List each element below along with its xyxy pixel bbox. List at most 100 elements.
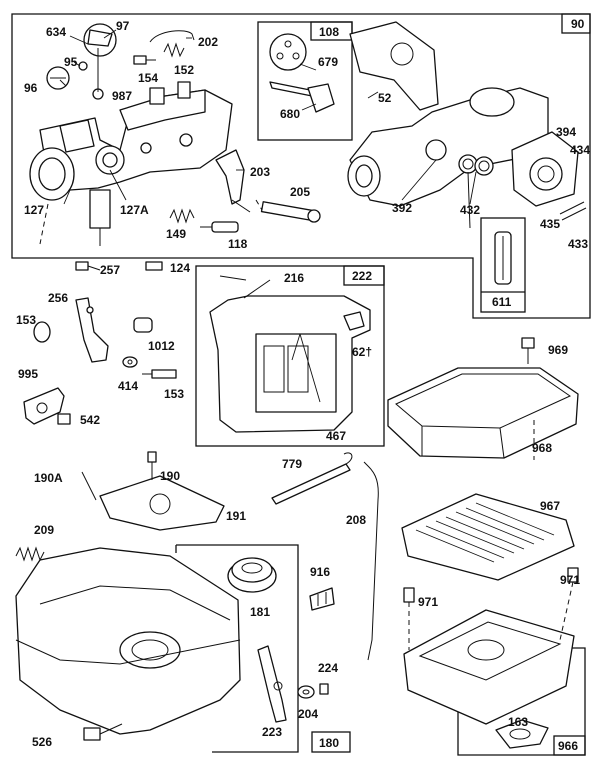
part-label: 224 [318, 661, 338, 675]
part-label: 153 [16, 313, 36, 327]
part-label: 916 [310, 565, 330, 579]
part-label: 1012 [148, 339, 175, 353]
group-label-966: 966 [558, 739, 578, 753]
spring-152 [163, 42, 185, 58]
part-label: 634 [46, 25, 66, 39]
part-label: 987 [112, 89, 132, 103]
part-label: 190A [34, 471, 63, 485]
link-779 [271, 452, 353, 505]
overhaul-kit-box [310, 21, 353, 41]
part-label: 968 [532, 441, 552, 455]
part-label: 256 [48, 291, 68, 305]
part-label: 257 [100, 263, 120, 277]
part-label: 969 [548, 343, 568, 357]
screw-257 [75, 261, 101, 271]
tank-kit-frame [175, 544, 299, 753]
throttle-lever-203 [215, 149, 251, 213]
part-label: 96 [24, 81, 38, 95]
screw-969 [521, 337, 535, 364]
part-label: 432 [460, 203, 480, 217]
spring-202 [149, 30, 195, 43]
needle-118 [200, 221, 239, 233]
part-label: 97 [116, 19, 130, 33]
carburetor-gasket-52 [349, 21, 439, 111]
tank-bracket-191 [99, 475, 225, 531]
screw-154 [133, 55, 156, 65]
part-label: 216 [284, 271, 304, 285]
overhaul-kit-parts [269, 33, 335, 113]
part-label: 394 [556, 125, 576, 139]
shaft-205 [260, 201, 321, 223]
clip-916 [309, 587, 335, 611]
part-label: 163 [508, 715, 528, 729]
washer-414 [122, 356, 138, 368]
leader-lines [59, 29, 477, 403]
fuel-cap-181 [227, 557, 277, 593]
screws-190 [81, 451, 157, 501]
carburetor-body-right [347, 87, 549, 229]
spring-149 [169, 208, 195, 224]
part-label: 152 [174, 63, 194, 77]
part-label: 190 [160, 469, 180, 483]
part-label: 204 [298, 707, 318, 721]
screw-124 [145, 261, 163, 271]
part-label: 127 [24, 203, 44, 217]
part-label: 223 [262, 725, 282, 739]
spring-209 [15, 546, 45, 562]
carburetor-group-box [561, 13, 591, 34]
air-cleaner-base [403, 609, 575, 725]
air-cleaner-cover [387, 367, 579, 459]
part-label: 124 [170, 261, 190, 275]
gasket-163 [495, 719, 549, 749]
choke-shaft-parts [46, 23, 117, 100]
part-label: 526 [32, 735, 52, 749]
screws-971 [403, 567, 579, 650]
part-label: 433 [568, 237, 588, 251]
bracket-995 [23, 387, 65, 425]
governor-lever-256 [75, 297, 109, 363]
part-label: 995 [18, 367, 38, 381]
fuel-tank [15, 547, 241, 735]
part-label: 414 [118, 379, 138, 393]
governor-kit-box [343, 265, 385, 286]
fitting-1012 [133, 317, 153, 333]
governor-kit-frame [195, 265, 385, 447]
carburetor-body [29, 81, 233, 246]
screw-224 [319, 683, 329, 695]
part-label: 127A [120, 203, 149, 217]
part-label: 118 [228, 237, 248, 251]
group-label-108: 108 [319, 25, 339, 39]
part-label: 779 [282, 457, 302, 471]
part-label: 202 [198, 35, 218, 49]
part-label: 203 [250, 165, 270, 179]
part-labels: 634 97 202 95 154 152 96 987 679 680 52 … [16, 19, 590, 749]
governor-plate [209, 279, 371, 433]
rod-208 [363, 461, 379, 661]
part-label: 205 [290, 185, 310, 199]
group-label-180: 180 [319, 736, 339, 750]
part-label: 967 [540, 499, 560, 513]
part-label: 435 [540, 217, 560, 231]
overhaul-kit-frame [257, 21, 353, 141]
bracket-223 [257, 645, 287, 723]
part-label: 209 [34, 523, 54, 537]
washer-204 [297, 685, 315, 699]
fuel-pipe-611 [494, 231, 512, 285]
part-label: 971 [418, 595, 438, 609]
part-label: 542 [80, 413, 100, 427]
screw-542 [57, 413, 71, 425]
group-labels: 90 108 222 180 966 611 [319, 17, 585, 753]
part-label: 181 [250, 605, 270, 619]
bushing-153 [33, 321, 51, 343]
part-label: 52 [378, 91, 392, 105]
air-cleaner-base-box [553, 735, 586, 756]
group-label-90: 90 [571, 17, 585, 31]
part-label: 62† [352, 345, 372, 359]
part-label: 149 [166, 227, 186, 241]
group-label-222: 222 [352, 269, 372, 283]
screw-433 [559, 201, 587, 221]
air-filter [401, 493, 575, 581]
screw-526 [83, 723, 123, 741]
